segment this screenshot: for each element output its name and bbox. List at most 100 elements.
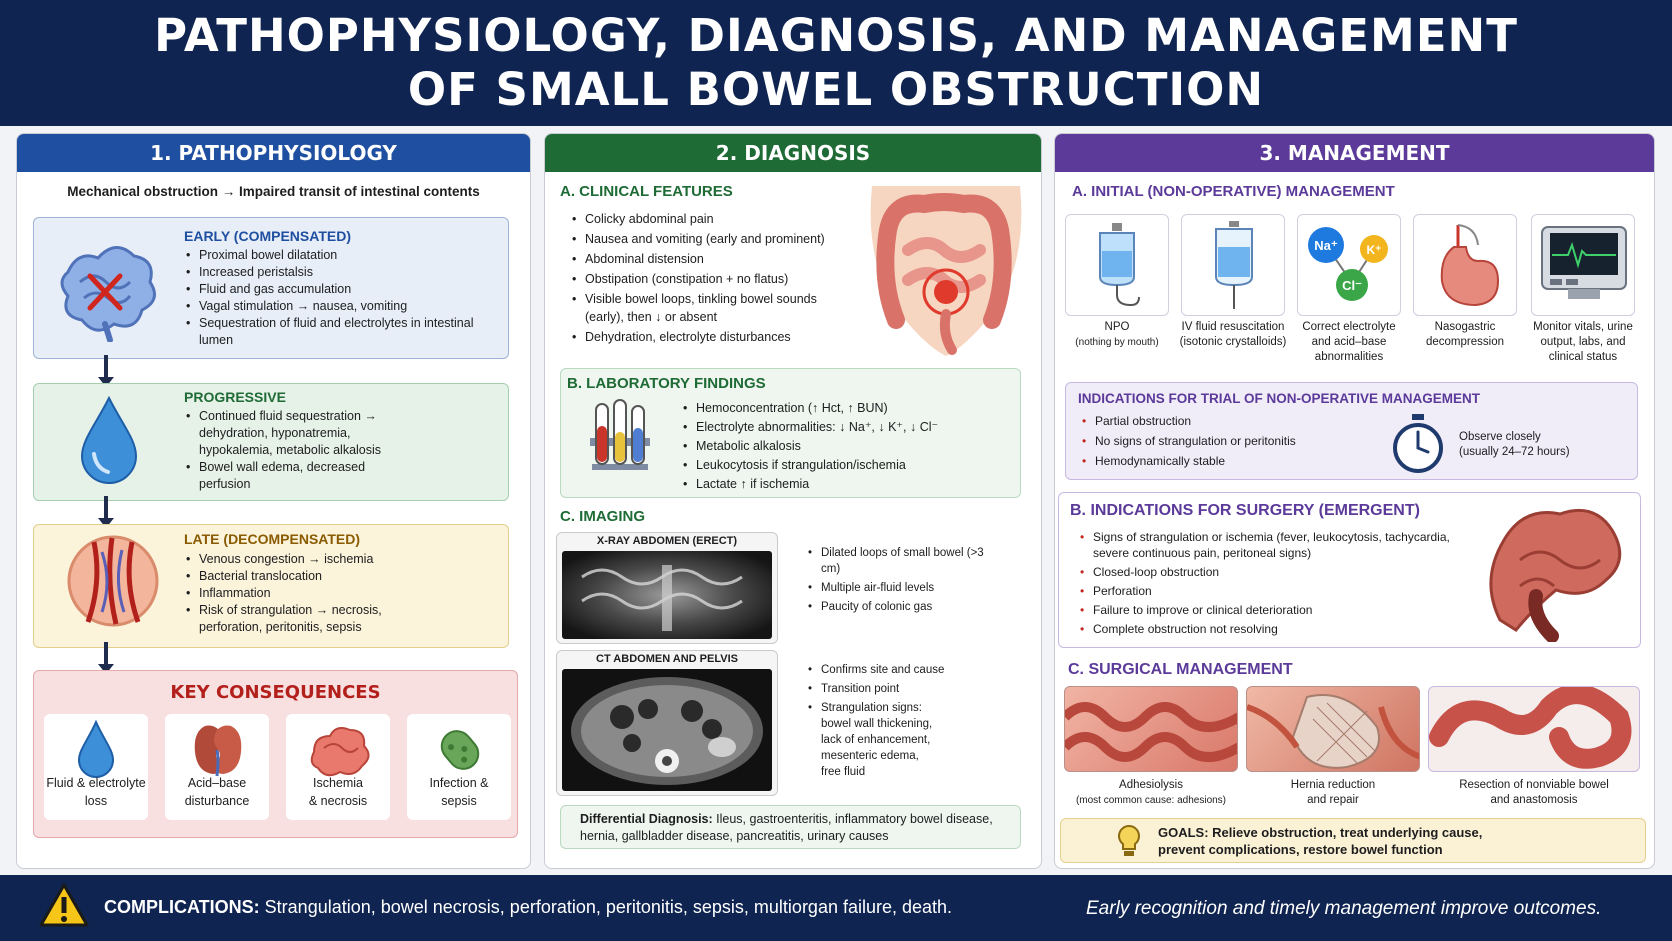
dilated-bowel-icon <box>60 246 156 342</box>
trial-heading: INDICATIONS FOR TRIAL OF NON-OPERATIVE M… <box>1078 391 1480 406</box>
list-item: Proximal bowel dilatation <box>184 247 484 264</box>
list-item: Nausea and vomiting (early and prominent… <box>570 230 850 248</box>
consequence-label: Ischemia <box>312 776 364 790</box>
ng-card <box>1413 214 1517 316</box>
goals-text: GOALS: Relieve obstruction, treat underl… <box>1158 824 1482 858</box>
list-item: Leukocytosis if strangulation/ischemia <box>681 456 1011 475</box>
list-item: Fluid and gas accumulation <box>184 281 484 298</box>
title-line-2: OF SMALL BOWEL OBSTRUCTION <box>407 63 1265 116</box>
differential-label: Differential Diagnosis: <box>580 812 713 826</box>
iv-fluid-icon <box>1215 221 1253 309</box>
differential-text: Differential Diagnosis: Ileus, gastroent… <box>580 811 1000 845</box>
card-label: NPO <box>1104 321 1130 333</box>
key-consequences-heading: KEY CONSEQUENCES <box>170 682 381 703</box>
complications-label: COMPLICATIONS: <box>104 897 260 917</box>
differential-box <box>560 805 1021 849</box>
ng-label: Nasogastric decompression <box>1405 320 1525 350</box>
list-item: Transition point <box>806 681 1006 697</box>
late-list: Venous congestion → ischemia Bacterial t… <box>184 551 414 636</box>
card-label: Correct electrolyte <box>1302 321 1396 333</box>
patho-subtitle: Mechanical obstruction → Impaired transi… <box>67 184 480 199</box>
observe-line-1: Observe closely <box>1459 431 1541 443</box>
consequence-card: Fluid & electrolyte loss <box>44 714 148 820</box>
adhesiolysis-label: Adhesiolysis(most common cause: adhesion… <box>1058 778 1244 808</box>
lab-heading: B. LABORATORY FINDINGS <box>567 375 766 392</box>
pathophysiology-title: 1. PATHOPHYSIOLOGY <box>17 134 530 172</box>
bowel-icon <box>310 727 370 777</box>
goals-line-2: prevent complications, restore bowel fun… <box>1158 842 1443 857</box>
list-item: Complete obstruction not resolving <box>1078 621 1478 637</box>
bowel-loops-icon <box>1065 702 1237 762</box>
list-item: Hemoconcentration (↑ Hct, ↑ BUN) <box>681 399 1011 418</box>
list-item: Abdominal distension <box>570 250 850 268</box>
progressive-heading: PROGRESSIVE <box>184 389 286 405</box>
stopwatch-icon <box>1393 414 1443 473</box>
card-sublabel: (most common cause: adhesions) <box>1075 795 1227 806</box>
resected-bowel-icon <box>1429 687 1632 769</box>
surgery-list: Signs of strangulation or ischemia (feve… <box>1078 529 1478 637</box>
consequence-label: Infection & <box>429 776 489 790</box>
card-label: IV fluid resuscitation <box>1181 321 1285 333</box>
list-item: Strangulation signs: bowel wall thickeni… <box>806 700 941 780</box>
bacteria-icon <box>440 730 480 770</box>
electrolytes-icon: Na⁺ K⁺ Cl⁻ <box>1308 227 1388 301</box>
list-item: Electrolyte abnormalities: ↓ Na⁺, ↓ K⁺, … <box>681 418 1011 437</box>
monitor-card <box>1531 214 1635 316</box>
header: PATHOPHYSIOLOGY, DIAGNOSIS, AND MANAGEME… <box>0 0 1672 126</box>
consequence-label: loss <box>84 794 108 808</box>
list-item: Lactate ↑ if ischemia <box>681 475 1011 494</box>
initial-heading: A. INITIAL (NON-OPERATIVE) MANAGEMENT <box>1072 183 1395 200</box>
list-item: Perforation <box>1078 583 1478 599</box>
consequence-label: Acid–base <box>187 776 247 790</box>
observe-line-2: (usually 24–72 hours) <box>1459 446 1570 458</box>
card-label: Monitor vitals, urine <box>1533 321 1633 333</box>
iv-label: IV fluid resuscitation (isotonic crystall… <box>1173 320 1293 350</box>
consequence-card: Infection & sepsis <box>407 714 511 820</box>
electrolyte-label: Cl⁻ <box>1342 278 1362 293</box>
list-item: No signs of strangulation or peritonitis <box>1080 431 1380 451</box>
late-heading: LATE (DECOMPENSATED) <box>184 531 361 547</box>
consequence-label: sepsis <box>441 794 477 808</box>
ct-label: CT ABDOMEN AND PELVIS <box>596 653 738 665</box>
surgery-heading: B. INDICATIONS FOR SURGERY (EMERGENT) <box>1070 502 1420 519</box>
list-item: Metabolic alkalosis <box>681 437 1011 456</box>
imaging-heading: C. IMAGING <box>560 508 645 525</box>
list-item: Confirms site and cause <box>806 662 1006 678</box>
card-sublabel: and repair <box>1307 794 1359 806</box>
list-item: Colicky abdominal pain <box>570 210 850 228</box>
electrolyte-card: Na⁺ K⁺ Cl⁻ <box>1297 214 1401 316</box>
lab-list: Hemoconcentration (↑ Hct, ↑ BUN) Electro… <box>681 399 1011 494</box>
warning-icon <box>39 883 89 927</box>
list-item: Closed-loop obstruction <box>1078 564 1478 580</box>
npo-card <box>1065 214 1169 316</box>
bowel-loops-xray-icon <box>581 565 743 631</box>
list-item: Multiple air-fluid levels <box>806 580 1006 596</box>
hernia-mesh-icon <box>1247 694 1419 769</box>
card-label: Resection of nonviable bowel <box>1459 779 1609 791</box>
ct-scan-icon <box>571 677 763 785</box>
consequence-label: & necrosis <box>308 794 368 808</box>
early-list: Proximal bowel dilatation Increased peri… <box>184 247 484 349</box>
list-item: Obstipation (constipation + no flatus) <box>570 270 850 288</box>
npo-label: NPO(nothing by mouth) <box>1057 320 1177 350</box>
lightbulb-icon <box>1118 824 1140 856</box>
card-sublabel: clinical status <box>1548 351 1618 363</box>
card-label: Nasogastric <box>1434 321 1496 333</box>
goals-line-1: GOALS: Relieve obstruction, treat underl… <box>1158 825 1483 840</box>
hernia-image <box>1246 686 1420 772</box>
goals-box <box>1060 818 1646 863</box>
list-item: Inflammation <box>184 585 414 602</box>
list-item: Bacterial translocation <box>184 568 414 585</box>
list-item: Venous congestion → ischemia <box>184 551 414 568</box>
xray-image <box>562 551 772 639</box>
card-sublabel: (isotonic crystalloids) <box>1179 336 1287 348</box>
list-item: Visible bowel loops, tinkling bowel soun… <box>570 290 850 326</box>
card-sublabel: decompression <box>1426 336 1504 348</box>
ischemic-bowel-wall-icon <box>67 535 159 627</box>
progressive-list: Continued fluid sequestration → dehydrat… <box>184 408 394 493</box>
list-item: Continued fluid sequestration → dehydrat… <box>184 408 394 459</box>
consequence-label: Fluid & electrolyte <box>46 776 146 790</box>
